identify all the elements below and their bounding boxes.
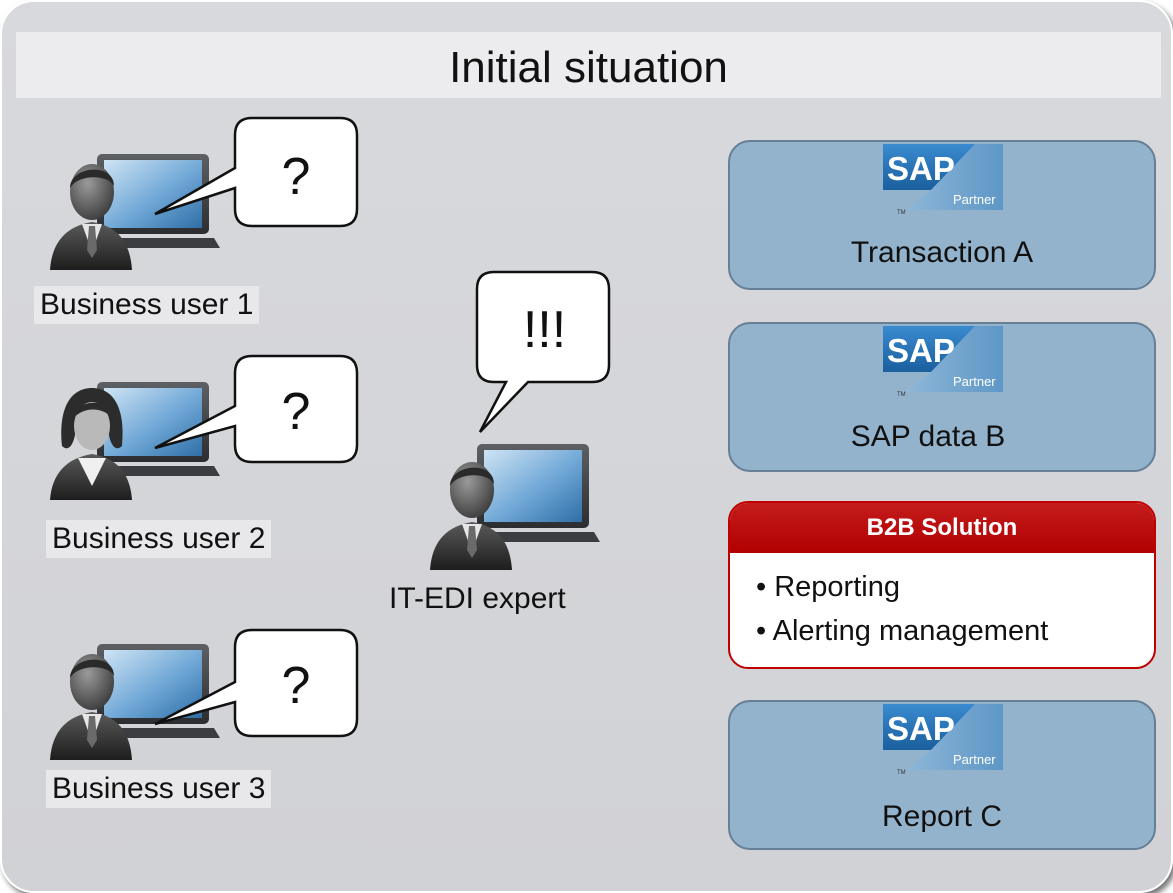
title-band	[16, 32, 1161, 98]
svg-text:Partner: Partner	[953, 192, 996, 207]
system-label: SAP data B	[850, 420, 1006, 453]
system-box-sap-data-b: SAP Partner TM SAP data B	[728, 322, 1156, 472]
system-box-transaction-a: SAP Partner TM Transaction A	[728, 140, 1156, 290]
b2b-feature-item: • Reporting	[756, 571, 900, 603]
svg-text:Partner: Partner	[953, 374, 996, 389]
it-edi-expert-label: IT-EDI expert	[389, 582, 566, 615]
business-user-3-speech-bubble	[154, 628, 359, 738]
svg-text:SAP: SAP	[887, 332, 955, 369]
svg-text:TM: TM	[897, 770, 906, 776]
sap-partner-logo-icon: SAP Partner TM	[883, 144, 1003, 216]
business-user-3-bubble-text: ?	[281, 657, 311, 715]
business-user-1-icon	[50, 154, 220, 270]
it-edi-expert-icon	[430, 444, 600, 570]
business-user-1-bubble-text: ?	[281, 148, 311, 206]
business-user-2-label: Business user 2	[46, 520, 272, 558]
it-edi-expert-bubble-text: !!!	[522, 301, 567, 359]
svg-text:SAP: SAP	[887, 150, 955, 187]
business-user-3-label: Business user 3	[46, 770, 272, 808]
system-label: Report C	[881, 800, 1003, 833]
business-user-2-speech-bubble	[154, 354, 359, 464]
b2b-feature-item: • Alerting management	[756, 615, 1049, 647]
system-box-report-c: SAP Partner TM Report C	[728, 700, 1156, 850]
b2b-solution-header: B2B Solution	[730, 503, 1154, 553]
system-label: Transaction A	[850, 236, 1034, 269]
business-user-2-bubble-text: ?	[281, 383, 311, 441]
business-user-2-icon	[50, 382, 220, 500]
it-edi-expert-speech-bubble	[475, 270, 611, 433]
svg-text:TM: TM	[897, 392, 906, 398]
business-user-1-label: Business user 1	[34, 286, 260, 324]
svg-text:TM: TM	[897, 210, 906, 216]
business-user-1-speech-bubble	[154, 116, 359, 228]
svg-text:SAP: SAP	[887, 710, 955, 747]
b2b-solution-box: B2B Solution • Reporting • Alerting mana…	[728, 501, 1156, 669]
page-title: Initial situation	[449, 43, 728, 92]
svg-text:Partner: Partner	[953, 752, 996, 767]
business-user-3-icon	[50, 644, 220, 760]
sap-partner-logo-icon: SAP Partner TM	[883, 704, 1003, 776]
sap-partner-logo-icon: SAP Partner TM	[883, 326, 1003, 398]
